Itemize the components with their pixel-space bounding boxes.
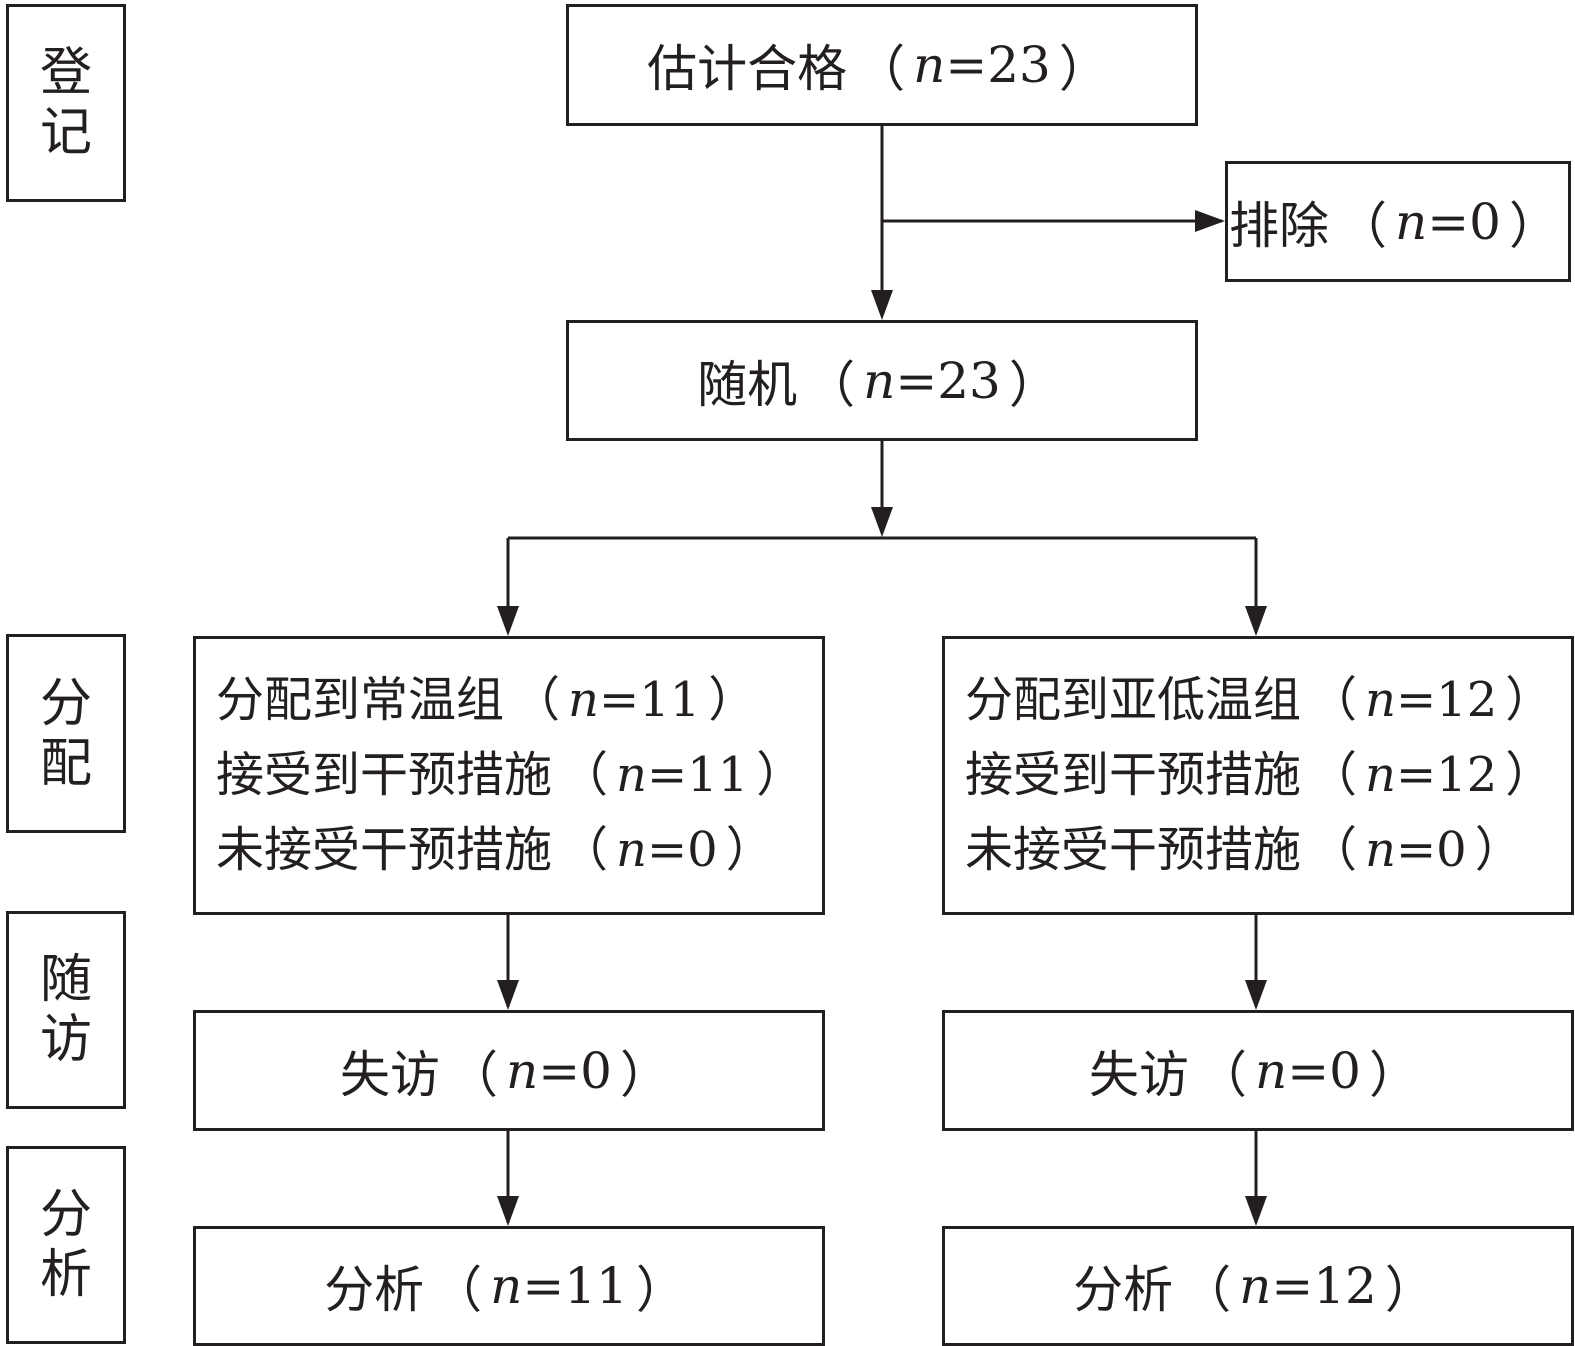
left-lost-box: 失访（n=0） bbox=[193, 1010, 825, 1131]
stage-char: 分 bbox=[39, 1185, 92, 1245]
right-lost-box: 失访（n=0） bbox=[942, 1010, 1574, 1131]
node-label: 排除 bbox=[1229, 196, 1330, 255]
stage-char: 配 bbox=[39, 733, 92, 794]
excluded-box: 排除（n=0） bbox=[1225, 161, 1571, 282]
stage-followup: 随 访 bbox=[6, 911, 126, 1109]
node-label: 随机 bbox=[697, 355, 798, 414]
eligibility-box: 估计合格（n=23） bbox=[566, 4, 1198, 126]
node-count: 23 bbox=[937, 351, 1001, 410]
right-allocation-box: 分配到亚低温组（n=12） 接受到干预措施（n=12） 未接受干预措施（n=0） bbox=[942, 636, 1574, 915]
arrowhead bbox=[497, 980, 519, 1010]
node-label: 估计合格 bbox=[647, 40, 848, 98]
stage-analysis: 分 析 bbox=[6, 1146, 126, 1344]
arrowhead bbox=[871, 507, 893, 537]
stage-allocation: 分 配 bbox=[6, 634, 126, 833]
stage-char: 记 bbox=[39, 103, 92, 163]
arrowhead bbox=[1195, 210, 1225, 232]
arrowhead bbox=[497, 1196, 519, 1226]
left-analysis-box: 分析（n=11） bbox=[193, 1226, 825, 1346]
node-count: 23 bbox=[987, 36, 1051, 94]
arrowhead bbox=[1245, 606, 1267, 636]
right-analysis-box: 分析（n=12） bbox=[942, 1226, 1574, 1346]
allocation-line: 未接受干预措施（n=0） bbox=[216, 822, 774, 878]
stage-char: 登 bbox=[39, 43, 92, 103]
arrowhead bbox=[1245, 1196, 1267, 1226]
allocation-line: 未接受干预措施（n=0） bbox=[965, 822, 1523, 878]
randomized-box: 随机（n=23） bbox=[566, 320, 1198, 441]
allocation-line: 接受到干预措施（n=11） bbox=[216, 747, 805, 803]
allocation-line: 分配到亚低温组（n=12） bbox=[965, 672, 1554, 728]
allocation-line: 分配到常温组（n=11） bbox=[216, 672, 757, 728]
arrowhead bbox=[497, 606, 519, 636]
node-count: 0 bbox=[1469, 192, 1501, 251]
stage-char: 访 bbox=[39, 1010, 92, 1070]
left-allocation-box: 分配到常温组（n=11） 接受到干预措施（n=11） 未接受干预措施（n=0） bbox=[193, 636, 825, 915]
stage-char: 析 bbox=[39, 1245, 92, 1305]
stage-char: 分 bbox=[39, 673, 92, 734]
arrowhead bbox=[871, 290, 893, 320]
allocation-line: 接受到干预措施（n=12） bbox=[965, 747, 1554, 803]
stage-enrollment: 登 记 bbox=[6, 4, 126, 202]
stage-char: 随 bbox=[39, 950, 92, 1010]
arrowhead bbox=[1245, 980, 1267, 1010]
